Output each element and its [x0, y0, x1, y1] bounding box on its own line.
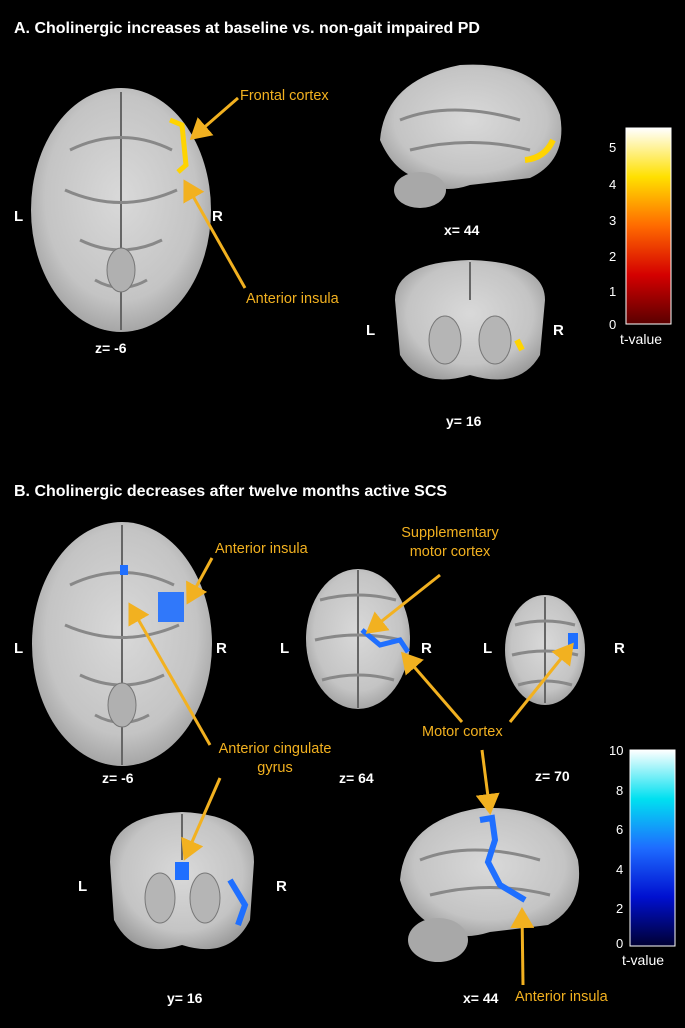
colorbar-a-tick: 4: [609, 177, 617, 192]
colorbar-a-tick: 5: [609, 140, 617, 155]
axial-a-left: L: [14, 208, 24, 225]
colorbar-a-tick: 2: [609, 249, 617, 264]
label-supplementary-motor-cortex: Supplementary motor cortex: [396, 524, 504, 562]
axial-a-right: R: [212, 208, 223, 225]
axial-b-left: L: [14, 640, 24, 657]
axial-a-slice: z= -6: [95, 340, 127, 356]
label-anterior-insula-a: Anterior insula: [246, 291, 339, 307]
colorbar-b-tick: 2: [616, 901, 624, 916]
brain-axial-a: [31, 88, 211, 332]
colorbar-a-tick: 3: [609, 213, 617, 228]
brain-sagittal-b: [400, 807, 580, 962]
label-anterior-insula-b-top: Anterior insula: [215, 541, 308, 557]
colorbar-b-tick: 8: [616, 783, 624, 798]
frontal-cortex-activation: [169, 117, 189, 174]
coronal-b-slice: y= 16: [167, 990, 203, 1006]
brain-coronal-b: [110, 812, 254, 950]
colorbar-b: [629, 749, 676, 947]
coronal-a-left: L: [366, 322, 376, 339]
z70-left: L: [483, 640, 493, 657]
label-anterior-insula-b-bottom: Anterior insula: [515, 989, 608, 1005]
axial-b-right: R: [216, 640, 227, 657]
coronal-b-left: L: [78, 878, 88, 895]
colorbar-b-tick: 0: [616, 936, 624, 951]
brain-sagittal-a: [380, 64, 562, 208]
z70-right: R: [614, 640, 625, 657]
label-frontal-cortex: Frontal cortex: [240, 88, 329, 104]
panel-a-title: A. Cholinergic increases at baseline vs.…: [14, 20, 480, 37]
label-cingulate-line1: Anterior cingulate: [218, 741, 332, 757]
z64-left: L: [280, 640, 290, 657]
brain-axial-z64: [306, 569, 411, 709]
z64-right: R: [421, 640, 432, 657]
brain-axial-z70: [505, 595, 585, 705]
axial-b-slice: z= -6: [102, 770, 134, 786]
colorbar-a: [625, 127, 672, 325]
label-supplementary-line2: motor cortex: [409, 544, 491, 560]
colorbar-a-tick: 1: [609, 284, 617, 299]
colorbar-b-tick: 10: [609, 743, 624, 758]
coronal-b-right: R: [276, 878, 287, 895]
colorbar-b-tick: 6: [616, 822, 624, 837]
coronal-a-right: R: [553, 322, 564, 339]
label-anterior-cingulate-gyrus: Anterior cingulate gyrus: [205, 740, 345, 778]
colorbar-a-tick: 0: [609, 317, 617, 332]
sagittal-a-slice: x= 44: [444, 222, 480, 238]
sagittal-b-slice: x= 44: [463, 990, 499, 1006]
colorbar-b-label: t-value: [622, 952, 665, 968]
colorbar-a-label: t-value: [620, 331, 663, 347]
brain-axial-b: [32, 522, 212, 766]
label-motor-cortex: Motor cortex: [422, 724, 503, 740]
brain-coronal-a: [395, 260, 545, 380]
panel-b-title: B. Cholinergic decreases after twelve mo…: [14, 483, 448, 500]
z70-slice: z= 70: [535, 768, 570, 784]
label-supplementary-line1: Supplementary: [401, 525, 499, 541]
coronal-a-slice: y= 16: [446, 413, 482, 429]
colorbar-b-tick: 4: [616, 862, 624, 877]
z64-slice: z= 64: [339, 770, 374, 786]
label-cingulate-line2: gyrus: [257, 760, 293, 776]
